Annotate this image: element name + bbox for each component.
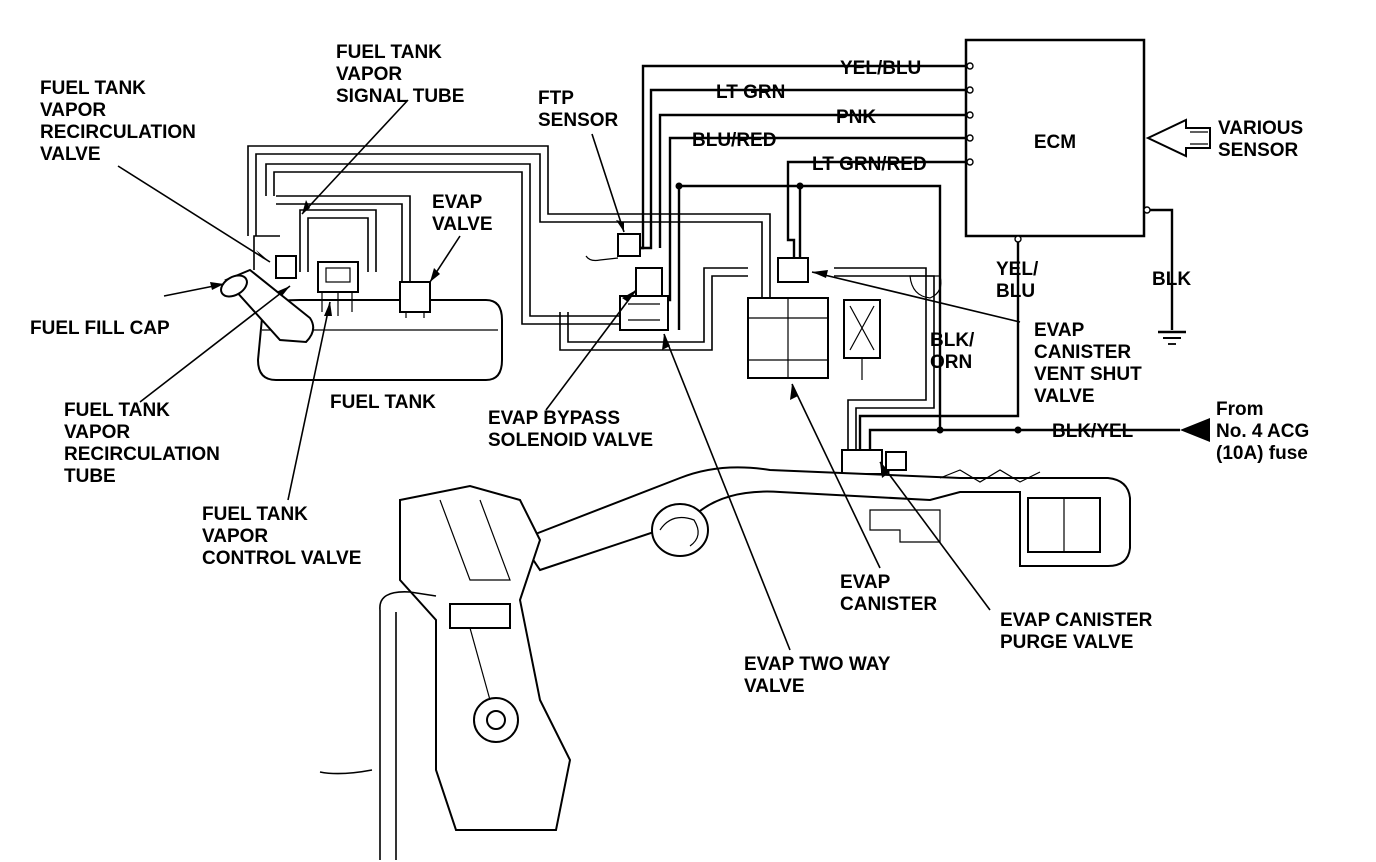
wire-label-yel-blu-side-2: BLU bbox=[996, 281, 1035, 302]
svg-text:FUEL TANK: FUEL TANK bbox=[330, 392, 436, 413]
wire-harness bbox=[634, 62, 1186, 452]
label-control-valve: FUEL TANK VAPOR CONTROL VALVE bbox=[202, 504, 361, 569]
svg-text:FUEL FILL CAP: FUEL FILL CAP bbox=[30, 318, 170, 339]
purge-valve-body bbox=[841, 449, 907, 475]
ftp-sensor-body bbox=[585, 233, 641, 262]
label-recirculation-tube: FUEL TANK VAPOR RECIRCULATION TUBE bbox=[64, 400, 220, 487]
label-recirculation-valve: FUEL TANK VAPOR RECIRCULATION VALVE bbox=[40, 78, 196, 165]
leader-arrowheads bbox=[210, 200, 890, 478]
svg-text:VAPOR: VAPOR bbox=[202, 526, 268, 547]
various-sensor-label-2: SENSOR bbox=[1218, 140, 1299, 161]
svg-text:EVAP CANISTER: EVAP CANISTER bbox=[1000, 610, 1153, 631]
svg-text:FUEL TANK: FUEL TANK bbox=[40, 78, 146, 99]
svg-text:EVAP: EVAP bbox=[840, 572, 891, 593]
svg-text:EVAP TWO WAY: EVAP TWO WAY bbox=[744, 654, 891, 675]
ecm-label: ECM bbox=[1034, 132, 1076, 153]
svg-text:EVAP: EVAP bbox=[1034, 320, 1085, 341]
svg-text:VALVE: VALVE bbox=[432, 214, 493, 235]
svg-text:RECIRCULATION: RECIRCULATION bbox=[40, 122, 196, 143]
intake-manifold bbox=[518, 466, 1131, 572]
ecm-box: ECM bbox=[964, 38, 1146, 238]
vent-shut-valve-body bbox=[777, 257, 942, 380]
wire-label-blk-orn-1: BLK/ bbox=[930, 330, 975, 351]
svg-text:CONTROL VALVE: CONTROL VALVE bbox=[202, 548, 361, 569]
svg-text:SOLENOID VALVE: SOLENOID VALVE bbox=[488, 430, 653, 451]
svg-text:EVAP BYPASS: EVAP BYPASS bbox=[488, 408, 620, 429]
recirculation-valve-body bbox=[275, 255, 297, 279]
label-fuel-tank: FUEL TANK bbox=[330, 392, 436, 413]
svg-text:VALVE: VALVE bbox=[1034, 386, 1095, 407]
fuel-fill-neck bbox=[220, 268, 315, 344]
svg-text:VAPOR: VAPOR bbox=[40, 100, 106, 121]
svg-text:VAPOR: VAPOR bbox=[64, 422, 130, 443]
various-sensor-label-1: VARIOUS bbox=[1218, 118, 1303, 139]
fuse-rating-label: (10A) fuse bbox=[1216, 443, 1308, 464]
evap-valve-body bbox=[399, 281, 431, 318]
label-fuel-fill-cap: FUEL FILL CAP bbox=[30, 318, 170, 339]
fuse-label: No. 4 ACG bbox=[1216, 421, 1309, 442]
wire-label-blu-red: BLU/RED bbox=[692, 130, 776, 151]
svg-text:SIGNAL TUBE: SIGNAL TUBE bbox=[336, 86, 464, 107]
wire-label-pnk: PNK bbox=[836, 107, 876, 128]
fuse-arrow bbox=[1180, 418, 1210, 442]
wire-label-blk-yel: BLK/YEL bbox=[1052, 421, 1134, 442]
svg-text:FUEL TANK: FUEL TANK bbox=[202, 504, 308, 525]
wire-label-lt-grn: LT GRN bbox=[716, 82, 785, 103]
label-signal-tube: FUEL TANK VAPOR SIGNAL TUBE bbox=[336, 42, 464, 107]
svg-text:FUEL TANK: FUEL TANK bbox=[336, 42, 442, 63]
svg-text:VALVE: VALVE bbox=[40, 144, 101, 165]
wire-label-blk: BLK bbox=[1152, 269, 1191, 290]
wire-label-lt-grn-red: LT GRN/RED bbox=[812, 154, 927, 175]
svg-text:EVAP: EVAP bbox=[432, 192, 483, 213]
label-vent-shut-valve: EVAP CANISTER VENT SHUT VALVE bbox=[1034, 320, 1142, 407]
svg-text:TUBE: TUBE bbox=[64, 466, 116, 487]
label-evap-valve: EVAP VALVE bbox=[432, 192, 493, 235]
svg-text:FUEL TANK: FUEL TANK bbox=[64, 400, 170, 421]
label-bypass-solenoid: EVAP BYPASS SOLENOID VALVE bbox=[488, 408, 653, 451]
svg-text:PURGE VALVE: PURGE VALVE bbox=[1000, 632, 1133, 653]
wire-label-yel-blu: YEL/BLU bbox=[840, 58, 921, 79]
svg-text:RECIRCULATION: RECIRCULATION bbox=[64, 444, 220, 465]
svg-text:SENSOR: SENSOR bbox=[538, 110, 619, 131]
label-purge-valve: EVAP CANISTER PURGE VALVE bbox=[1000, 610, 1153, 653]
svg-text:CANISTER: CANISTER bbox=[1034, 342, 1131, 363]
various-sensor-arrow bbox=[1145, 118, 1211, 158]
svg-text:VENT SHUT: VENT SHUT bbox=[1034, 364, 1142, 385]
label-evap-canister: EVAP CANISTER bbox=[840, 572, 937, 615]
svg-text:FTP: FTP bbox=[538, 88, 574, 109]
wire-label-blk-orn-2: ORN bbox=[930, 352, 972, 373]
engine bbox=[319, 484, 572, 860]
svg-text:CANISTER: CANISTER bbox=[840, 594, 937, 615]
label-ftp-sensor: FTP SENSOR bbox=[538, 88, 619, 131]
wire-label-yel-blu-side-1: YEL/ bbox=[996, 259, 1039, 280]
evap-canister-body bbox=[747, 297, 829, 379]
leader-lines bbox=[117, 99, 1021, 651]
from-label: From bbox=[1216, 399, 1264, 420]
svg-text:VAPOR: VAPOR bbox=[336, 64, 402, 85]
svg-text:VALVE: VALVE bbox=[744, 676, 805, 697]
label-two-way-valve: EVAP TWO WAY VALVE bbox=[744, 654, 891, 697]
vapor-hoses bbox=[247, 145, 935, 450]
control-valve-body bbox=[317, 261, 359, 316]
